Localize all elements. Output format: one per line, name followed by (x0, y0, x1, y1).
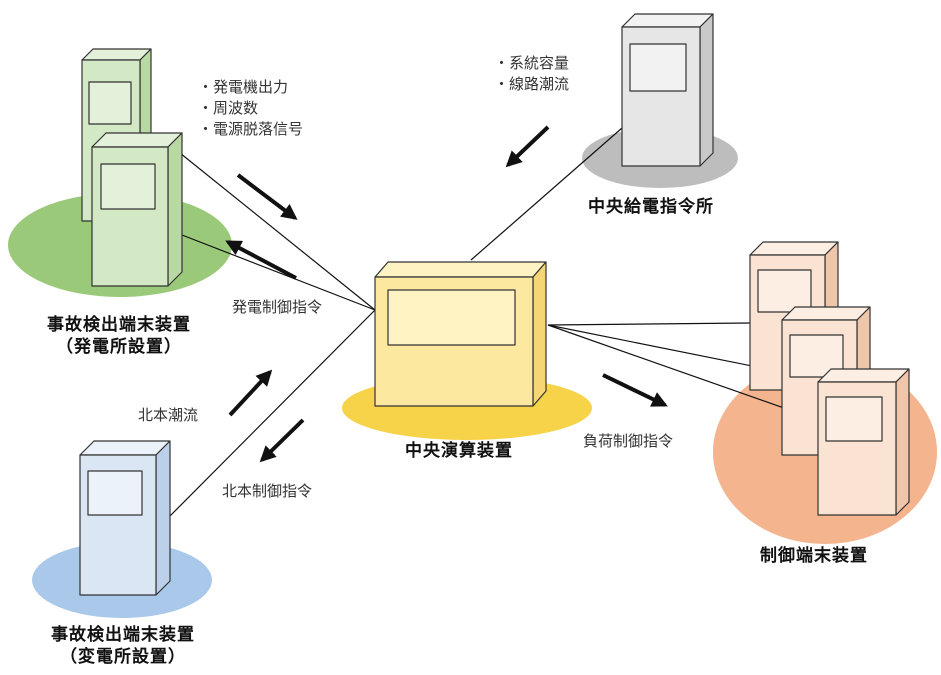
gen-station-cabinets (81, 48, 183, 287)
gen-station-label-line2: （発電所設置） (56, 337, 182, 358)
control-cabinet-3 (817, 368, 910, 516)
dispatch-center-cabinet (621, 13, 714, 167)
gen-station-label: 事故検出端末装置 （発電所設置） (14, 314, 224, 358)
sub-station-label: 事故検出端末装置 （変電所設置） (18, 624, 228, 668)
gen-signal-item: ・周波数 (198, 99, 259, 117)
gen-cabinet-front (91, 132, 183, 287)
gen-control-command-label: 発電制御指令 (232, 298, 323, 316)
sub-station-cabinet (79, 440, 171, 596)
gen-signal-list: ・発電機出力 ・周波数 ・電源脱落信号 (198, 77, 303, 140)
arrow-central-to-gen (225, 240, 297, 280)
control-terminal-label: 制御端末装置 (760, 546, 868, 566)
dispatch-signal-item: ・系統容量 (494, 54, 570, 72)
dispatch-center-label: 中央給電指令所 (588, 197, 714, 217)
link-substation (167, 309, 376, 519)
arrow-gen-to-central (236, 173, 298, 220)
arrow-dispatch-to-central (505, 125, 550, 168)
arrow-central-to-control (602, 373, 668, 407)
load-control-command-label: 負荷制御指令 (583, 432, 674, 450)
control-terminal-cabinets (749, 241, 910, 516)
dispatch-signal-list: ・系統容量 ・線路潮流 (494, 53, 569, 95)
sub-station-label-line2: （変電所設置） (60, 647, 186, 668)
dispatch-signal-item: ・線路潮流 (494, 75, 570, 93)
link-gen-bottom (181, 234, 376, 311)
link-gen-top (169, 144, 376, 311)
central-unit-cabinet (374, 261, 547, 407)
gen-station-label-line1: 事故検出端末装置 (47, 315, 191, 335)
link-ctrl-3 (547, 324, 819, 421)
north-control-command-label: 北本制御指令 (222, 482, 313, 500)
arrow-central-to-sub (259, 418, 305, 463)
link-ctrl-1 (547, 322, 751, 326)
north-flow-label: 北本潮流 (138, 406, 199, 424)
link-ctrl-2 (547, 324, 783, 373)
link-dispatch (470, 127, 623, 261)
gen-signal-item: ・電源脱落信号 (198, 120, 304, 138)
gen-signal-item: ・発電機出力 (198, 78, 289, 96)
arrow-sub-to-central (228, 369, 273, 417)
sub-station-label-line1: 事故検出端末装置 (51, 625, 195, 645)
central-unit-label: 中央演算装置 (405, 441, 513, 461)
